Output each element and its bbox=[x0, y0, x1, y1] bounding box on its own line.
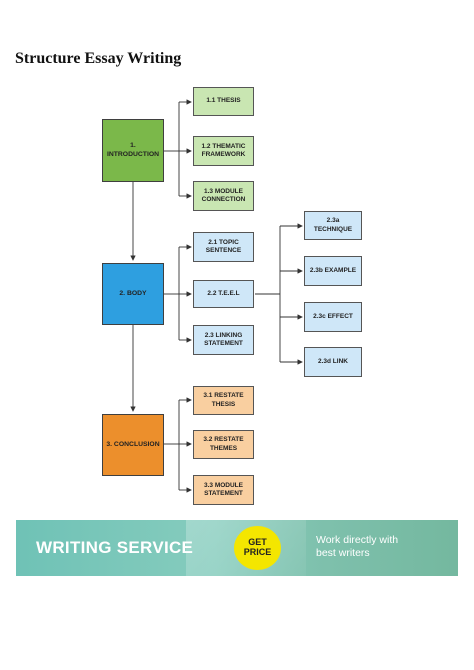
conclusion-item-module-statement: 3.3 MODULE STATEMENT bbox=[193, 475, 254, 505]
intro-item-thesis: 1.1 THESIS bbox=[193, 87, 254, 116]
teel-item-example: 2.3b EXAMPLE bbox=[304, 256, 362, 286]
introduction-box: 1. INTRODUCTION bbox=[102, 119, 164, 182]
banner-tagline-line1: Work directly with bbox=[316, 534, 399, 546]
intro-item-module-connection: 1.3 MODULE CONNECTION bbox=[193, 181, 254, 211]
conclusion-box: 3. CONCLUSION bbox=[102, 414, 164, 476]
body-item-teel: 2.2 T.E.E.L bbox=[193, 280, 254, 308]
teel-item-technique: 2.3a TECHNIQUE bbox=[304, 211, 362, 240]
writing-service-banner[interactable]: WRITING SERVICE GET PRICE Work directly … bbox=[16, 520, 458, 576]
banner-tagline: Work directly with best writers bbox=[316, 534, 398, 560]
teel-item-link: 2.3d LINK bbox=[304, 347, 362, 377]
body-item-topic-sentence: 2.1 TOPIC SENTENCE bbox=[193, 232, 254, 262]
teel-item-effect: 2.3c EFFECT bbox=[304, 302, 362, 332]
conclusion-item-restate-themes: 3.2 RESTATE THEMES bbox=[193, 430, 254, 459]
conclusion-item-restate-thesis: 3.1 RESTATE THESIS bbox=[193, 386, 254, 415]
intro-item-thematic-framework: 1.2 THEMATIC FRAMEWORK bbox=[193, 136, 254, 166]
get-price-line2: PRICE bbox=[243, 547, 272, 557]
banner-title: WRITING SERVICE bbox=[36, 538, 194, 557]
get-price-line1: GET bbox=[248, 537, 267, 548]
body-item-linking-statement: 2.3 LINKING STATEMENT bbox=[193, 325, 254, 355]
get-price-button[interactable]: GET PRICE bbox=[234, 526, 281, 570]
body-box: 2. BODY bbox=[102, 263, 164, 325]
page-title: Structure Essay Writing bbox=[15, 50, 182, 67]
banner-tagline-line2: best writers bbox=[316, 547, 370, 560]
